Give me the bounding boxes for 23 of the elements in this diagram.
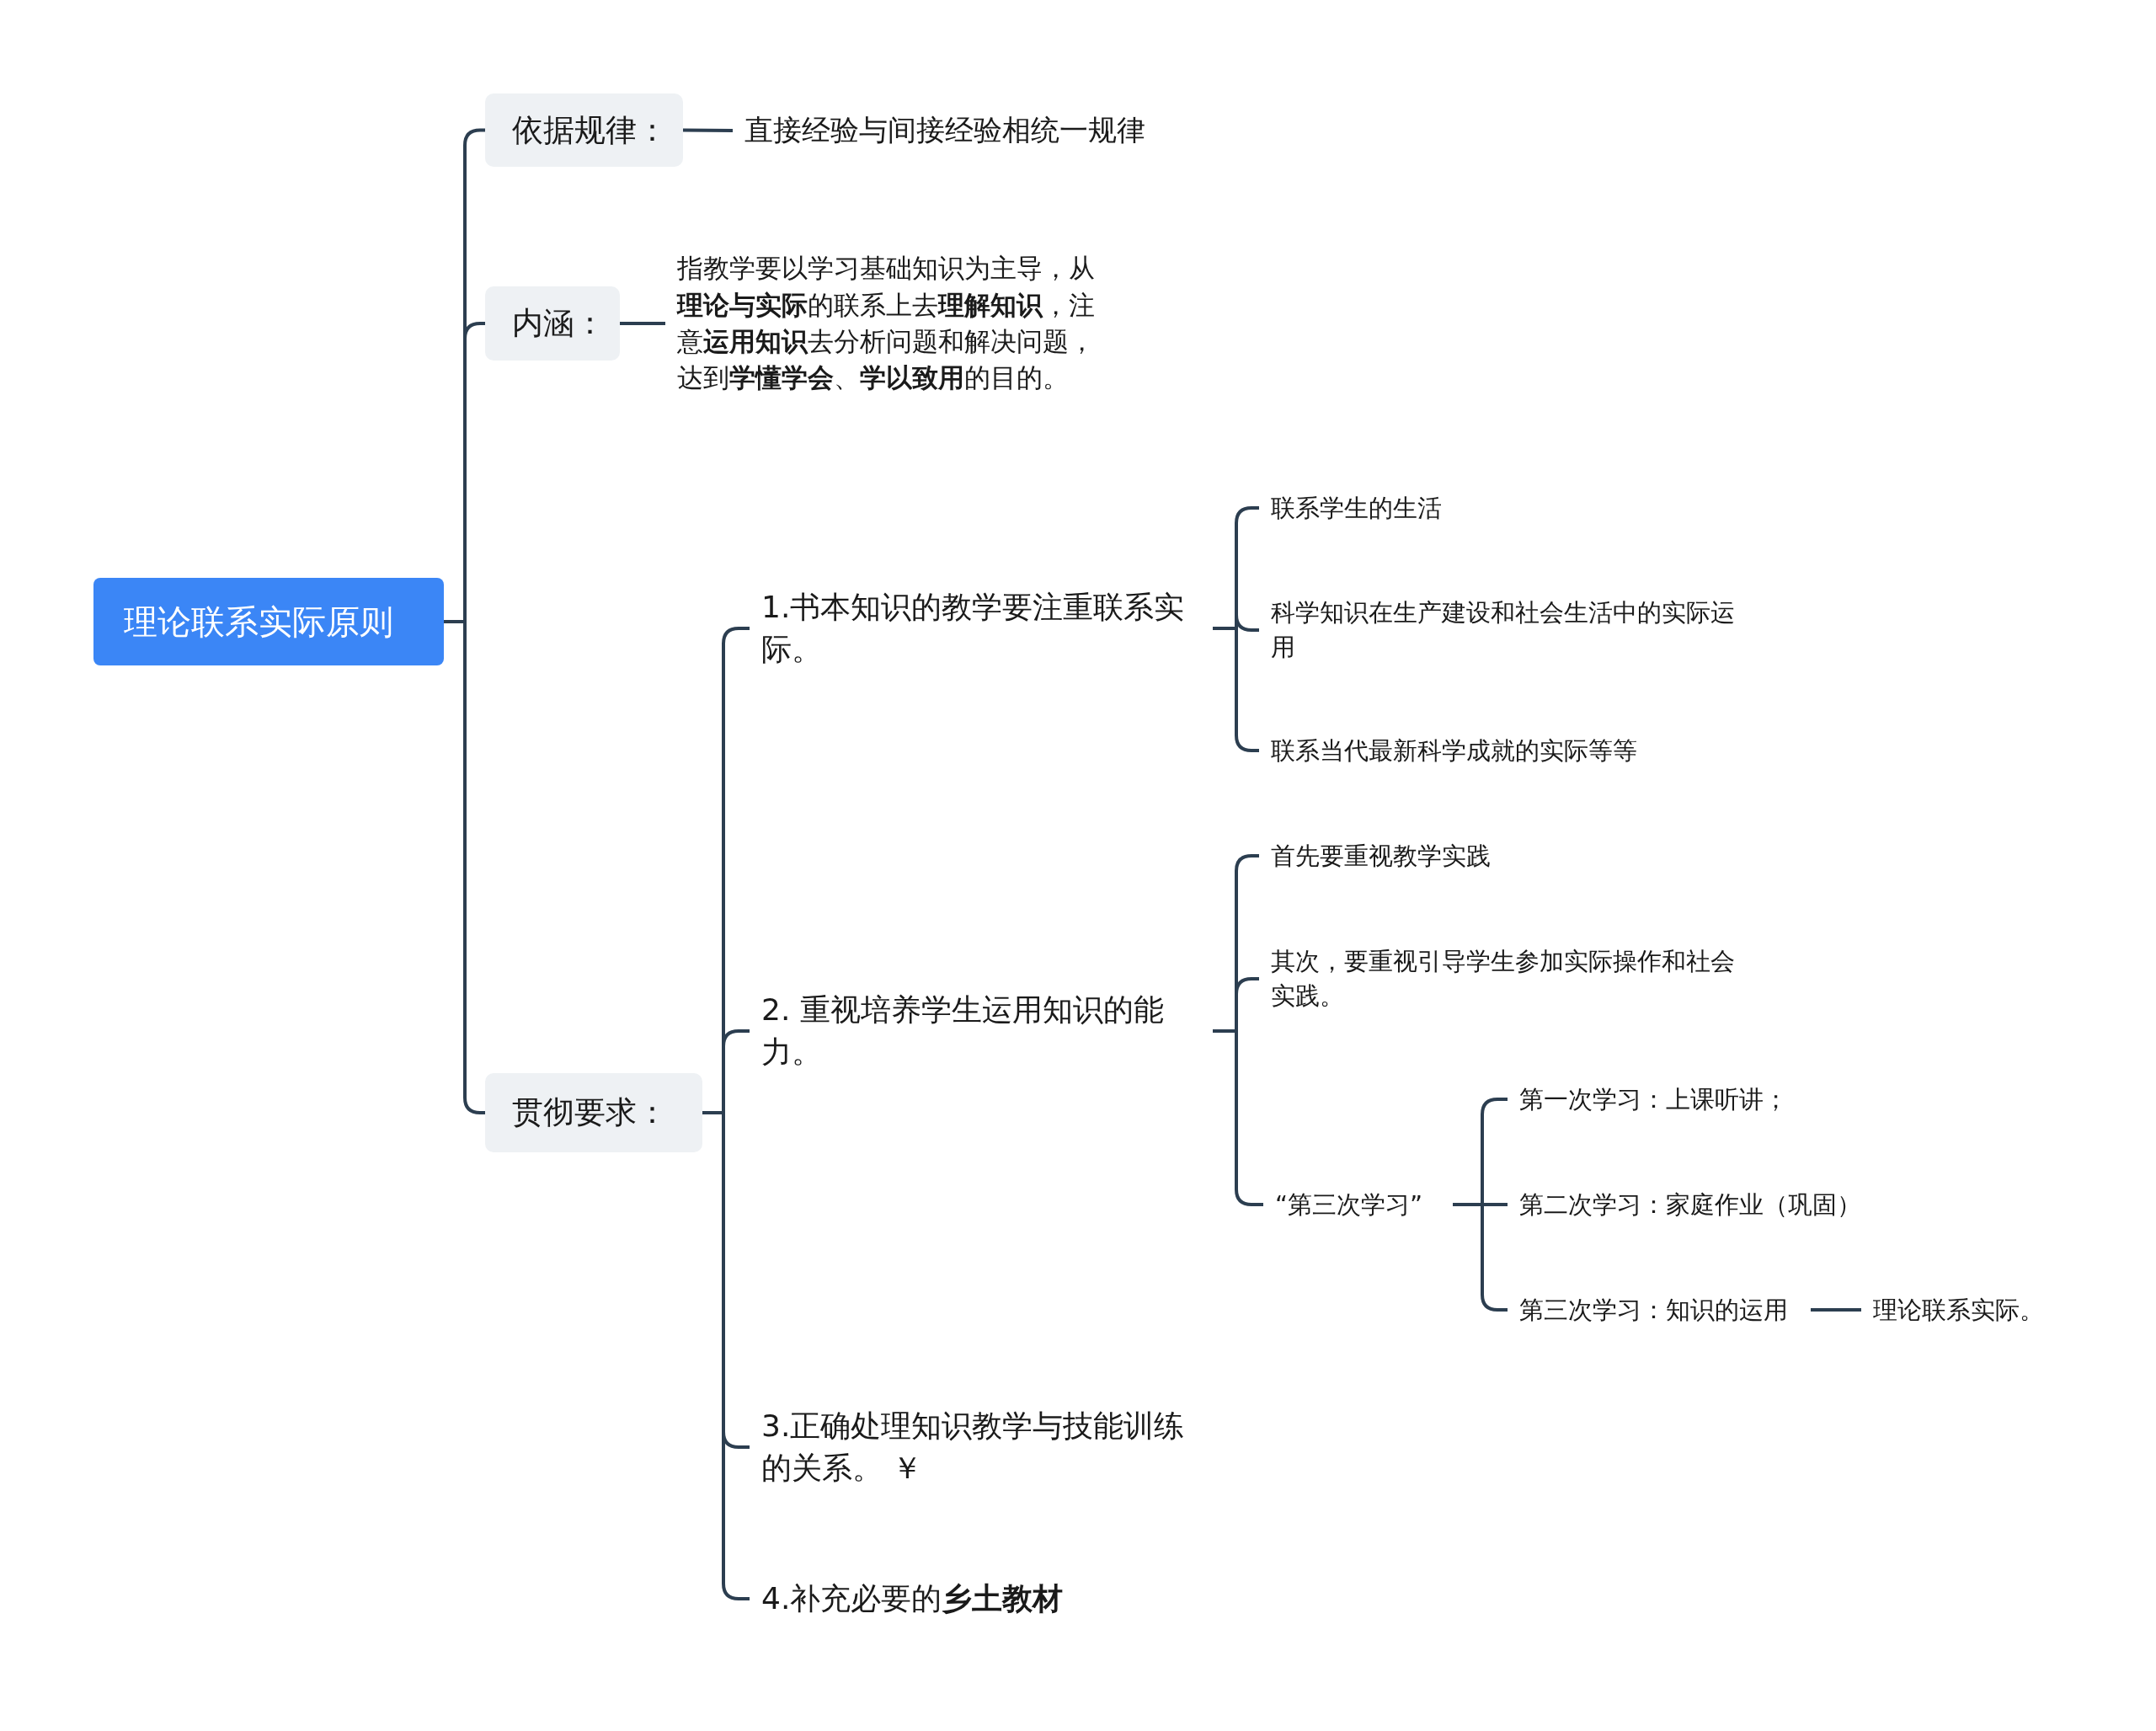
topic-text: 直接经验与间接经验相统一规律 <box>733 105 1187 156</box>
connector-line <box>682 128 733 132</box>
topic-box: 贯彻要求： <box>485 1073 702 1152</box>
topic-text: 4.补充必要的乡土教材 <box>750 1575 1213 1622</box>
topic-box: 内涵： <box>485 286 620 361</box>
topic-text: 理论联系实际。 <box>1861 1289 2097 1331</box>
topic-text: 科学知识在生产建设和社会生活中的实际运用 <box>1259 590 1739 670</box>
topic-text: 第一次学习：上课听讲； <box>1508 1078 1844 1120</box>
connector-line <box>1811 1308 1861 1312</box>
topic-text: 第二次学习：家庭作业（巩固） <box>1508 1183 1903 1226</box>
topic-text: 1.书本知识的教学要注重联系实际。 <box>750 581 1213 676</box>
topic-text: 联系学生的生活 <box>1259 487 1596 529</box>
topic-box: 依据规律： <box>485 93 683 167</box>
topic-text: 联系当代最新科学成就的实际等等 <box>1259 729 1697 772</box>
central-topic: 理论联系实际原则 <box>93 578 444 665</box>
topic-text: 第三次学习：知识的运用 <box>1508 1289 1811 1331</box>
topic-text: “第三次学习” <box>1263 1183 1453 1226</box>
topic-text: 其次，要重视引导学生参加实际操作和社会实践。 <box>1259 938 1739 1019</box>
topic-text: 3.正确处理知识教学与技能训练的关系。 ￥ <box>750 1394 1213 1500</box>
connector-line <box>620 322 665 325</box>
topic-text: 指教学要以学习基础知识为主导，从理论与实际的联系上去理解知识，注意运用知识去分析问题和解决问题，达到学懂学会、学以致用的目的。 <box>665 221 1120 426</box>
topic-text: 2. 重视培养学生运用知识的能力。 <box>750 984 1213 1078</box>
topic-text: 首先要重视教学实践 <box>1259 835 1596 877</box>
